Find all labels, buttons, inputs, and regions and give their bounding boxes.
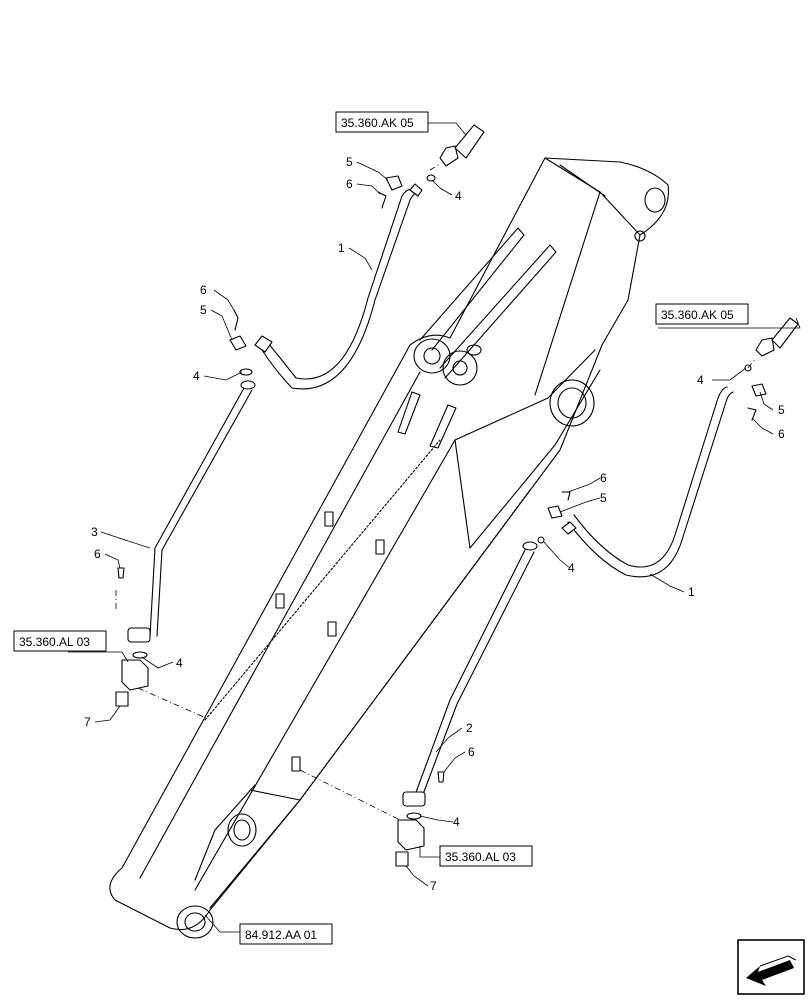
boom-arm [109,157,669,939]
callout: 6 [200,283,207,297]
assembly-lines [115,163,757,821]
ref-label-top: 35.360.AK 05 [341,116,414,130]
callout: 4 [455,189,462,203]
left-hose-assembly [115,124,485,707]
ref-label-right-valve: 35.360.AL 03 [445,850,516,864]
callout: 7 [84,715,91,729]
callout-numbers: 5 6 4 1 6 5 4 3 6 4 7 4 5 6 6 5 4 1 2 6 … [84,155,785,893]
ref-label-boom: 84.912.AA 01 [245,928,317,942]
callout: 5 [778,403,785,417]
ref-box-boom[interactable] [239,923,333,945]
ref-label-right: 35.360.AK 05 [661,308,734,322]
callout: 6 [94,547,101,561]
ref-box-left-valve[interactable] [13,630,107,652]
leader-lines [68,122,801,933]
callout: 5 [346,155,353,169]
callout: 5 [200,303,207,317]
ref-label-left-valve: 35.360.AL 03 [19,635,90,649]
callout: 4 [176,656,183,670]
callout: 6 [600,471,607,485]
ref-box-right[interactable] [655,303,749,325]
callout: 6 [346,177,353,191]
callout: 4 [193,369,200,383]
callout: 7 [430,879,437,893]
callout: 4 [697,373,704,387]
reference-labels: 35.360.AK 05 35.360.AK 05 35.360.AL 03 3… [13,111,749,945]
callout: 4 [568,561,575,575]
ref-box-top[interactable] [335,111,429,133]
arrow-left-icon[interactable] [737,939,805,995]
callout: 3 [91,525,98,539]
callout: 4 [453,815,460,829]
callout: 5 [600,491,607,505]
callout: 1 [688,585,695,599]
callout: 1 [338,241,345,255]
callout: 6 [778,427,785,441]
ref-box-right-valve[interactable] [439,845,533,867]
callout: 6 [468,745,475,759]
callout: 2 [466,721,473,735]
right-hose-assembly [395,317,799,867]
